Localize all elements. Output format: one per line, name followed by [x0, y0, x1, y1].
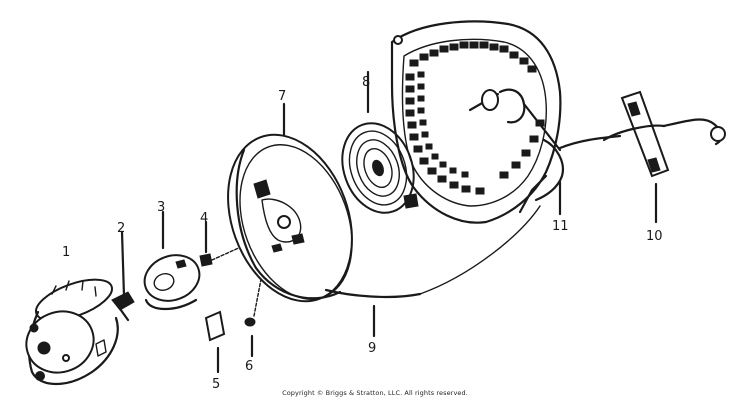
- housing-slots: [405, 41, 545, 195]
- callout-3: 3: [157, 200, 165, 215]
- part-9-starter-rope: [324, 205, 541, 338]
- part-5-pawl: [204, 310, 226, 374]
- part-8-recoil-spring: [341, 70, 419, 214]
- part-10-starter-handle: [558, 90, 726, 224]
- callout-9: 9: [368, 341, 376, 356]
- copyright-notice: Copyright © Briggs & Stratton, LLC. All …: [282, 389, 468, 397]
- part-1-starter-cup: [25, 278, 119, 385]
- callout-6: 6: [245, 359, 253, 374]
- callout-5: 5: [212, 377, 220, 392]
- part-2-screw: [111, 230, 135, 322]
- part-11-starter-housing: [390, 20, 564, 224]
- callout-10: 10: [646, 229, 663, 244]
- callout-11: 11: [552, 219, 569, 234]
- callout-2: 2: [117, 221, 125, 236]
- callout-8: 8: [362, 75, 370, 90]
- callout-1: 1: [62, 245, 70, 260]
- part-3-spacer: [143, 210, 201, 311]
- callout-4: 4: [200, 211, 208, 226]
- callout-7: 7: [278, 89, 286, 104]
- part-7-starter-pulley: [227, 102, 353, 303]
